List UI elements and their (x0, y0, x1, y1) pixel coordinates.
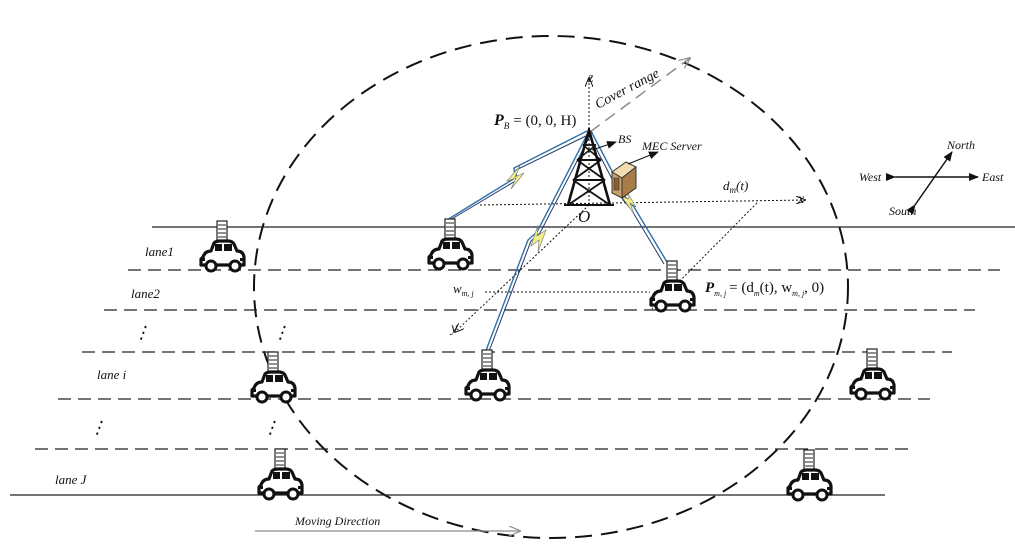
width-label: wm, j (453, 281, 474, 298)
vehicles (198, 217, 897, 502)
road-lanes (10, 226, 1015, 496)
compass-south-label: South (889, 204, 916, 218)
distance-label: dm(t) (723, 178, 748, 195)
compass-north-label: North (946, 138, 975, 152)
base-station-tower (564, 128, 614, 206)
y-axis-label: y (449, 321, 458, 336)
link-bolt (621, 189, 637, 215)
mec-server-pointer (627, 151, 659, 165)
cover-range-label: Cover range (593, 66, 662, 112)
y-axis (455, 204, 590, 332)
bs-pointer (591, 141, 617, 151)
mec-server-label: MEC Server (641, 139, 702, 153)
cover-range-arrow (589, 58, 690, 133)
link-to-vehicle (484, 130, 590, 354)
link-to-vehicle (449, 133, 591, 221)
vehicle (648, 259, 697, 313)
compass: North South West East (859, 138, 1004, 218)
compass-north-south (906, 151, 953, 215)
compass-west-label: West (859, 170, 882, 184)
vehicle-ellipsis: ⋮ (271, 320, 295, 345)
wireless-links (446, 130, 668, 355)
vehicle (249, 350, 298, 404)
link-bolt (530, 224, 547, 253)
lane-ellipsis: ⋮ (88, 415, 112, 440)
link-bolt (506, 165, 525, 190)
vehicle (848, 347, 897, 401)
moving-direction-label: Moving Direction (294, 514, 380, 528)
lane-label: lane2 (131, 286, 160, 301)
mec-server-icon (611, 161, 637, 199)
vehicle (198, 219, 247, 273)
x-axis-label: x (797, 192, 805, 207)
lane-label: lane1 (145, 244, 174, 259)
vehicle-position-label: Pm, j= (dm(t), wm, j, 0) (705, 280, 824, 298)
lane-ellipsis: ⋮ (132, 320, 156, 345)
origin-label: O (578, 207, 590, 226)
vehicle-ellipsis: ⋮ (261, 415, 285, 440)
lane-label: lane J (55, 472, 88, 487)
lane-label: lane i (97, 367, 127, 382)
vehicle (785, 448, 834, 502)
bs-position-label: PB= (0, 0, H) (493, 112, 576, 131)
compass-east-label: East (981, 170, 1004, 184)
vehicle (463, 348, 512, 402)
vehicle (256, 447, 305, 501)
z-axis-label: z (587, 71, 594, 86)
bs-label: BS (618, 132, 631, 146)
coverage-boundary (253, 35, 849, 539)
